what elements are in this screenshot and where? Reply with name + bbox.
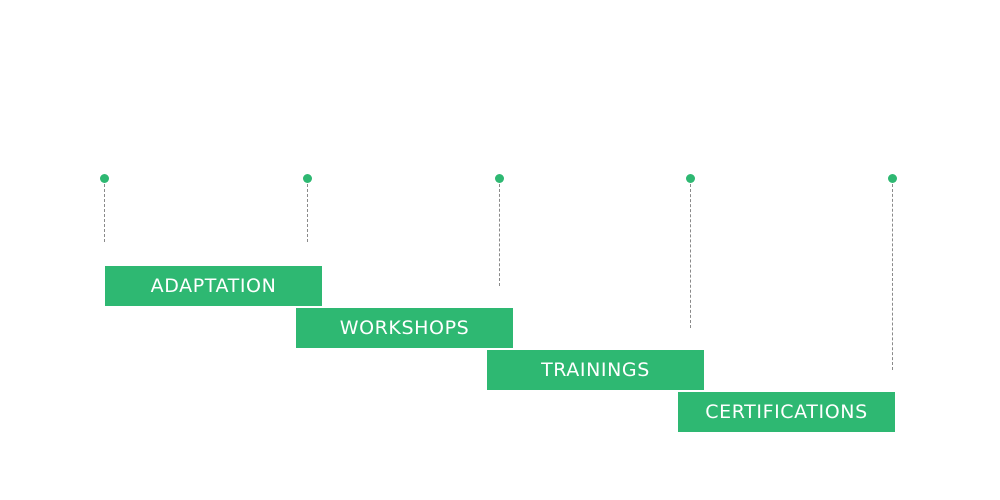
milestone-connector bbox=[690, 184, 691, 328]
milestone-connector bbox=[104, 184, 105, 242]
stage-label: CERTIFICATIONS bbox=[705, 401, 868, 423]
milestone-pin-5 bbox=[887, 174, 899, 370]
milestone-pin-3 bbox=[494, 174, 506, 286]
milestone-dot bbox=[303, 174, 312, 183]
milestone-connector bbox=[307, 184, 308, 242]
milestone-dot bbox=[495, 174, 504, 183]
milestone-dot bbox=[888, 174, 897, 183]
stage-bar-certifications: CERTIFICATIONS bbox=[678, 392, 895, 432]
stage-label: TRAININGS bbox=[541, 359, 650, 381]
milestone-connector bbox=[499, 184, 500, 286]
milestone-dot bbox=[686, 174, 695, 183]
stage-label: ADAPTATION bbox=[150, 275, 277, 297]
stage-label: WORKSHOPS bbox=[339, 317, 470, 339]
stage-bar-workshops: WORKSHOPS bbox=[296, 308, 513, 348]
milestone-pin-4 bbox=[685, 174, 697, 328]
milestone-dot bbox=[100, 174, 109, 183]
milestone-connector bbox=[892, 184, 893, 370]
milestone-pin-2 bbox=[302, 174, 314, 242]
stage-bar-adaptation: ADAPTATION bbox=[105, 266, 322, 306]
stage-bar-trainings: TRAININGS bbox=[487, 350, 704, 390]
milestone-pin-1 bbox=[99, 174, 111, 242]
